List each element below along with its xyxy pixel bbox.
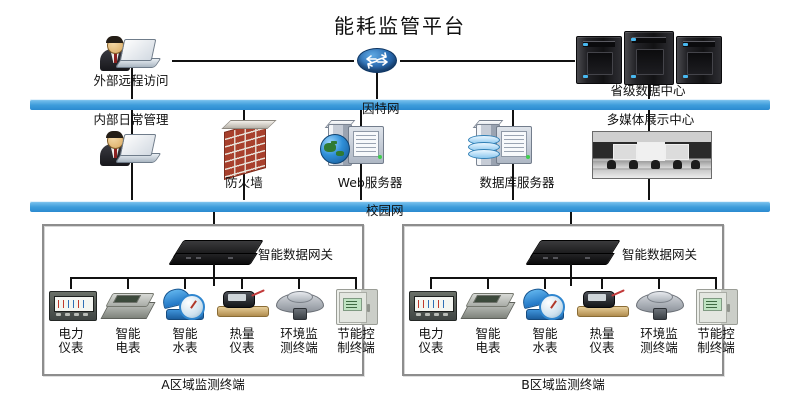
router-icon (357, 48, 397, 73)
wire-a-dev-2 (127, 277, 129, 289)
device-label-line1: 智能 (475, 326, 501, 341)
device-label-line2: 制终端 (697, 340, 735, 355)
heat-meter-icon (217, 289, 269, 319)
device-label-b-5: 环境监 测终端 (629, 327, 689, 355)
wire-gateway-a-down (213, 264, 215, 286)
wire-a-dev-4 (241, 277, 243, 289)
database-server-icon (468, 120, 536, 168)
smart-electric-meter-icon (100, 293, 156, 319)
gateway-device-a-icon (168, 240, 264, 266)
control-cabinet-icon (336, 289, 378, 325)
environment-sensor-icon (276, 291, 324, 320)
smart-electric-meter-icon (460, 293, 516, 319)
wire-router-to-datacenter (400, 60, 575, 62)
wire-b-dev-6 (715, 277, 717, 289)
device-label-line1: 电力 (418, 326, 444, 341)
device-label-line1: 环境监 (280, 326, 318, 341)
wire-remote-drop (131, 62, 133, 100)
wire-b-dev-2 (487, 277, 489, 289)
gateway-label-a: 智能数据网关 (258, 247, 334, 262)
network-bar-campus (30, 201, 770, 212)
device-label-a-5: 环境监 测终端 (269, 327, 329, 355)
panel-caption-a: A区域监测终端 (161, 377, 245, 392)
control-cabinet-icon (696, 289, 738, 325)
db-server-label: 数据库服务器 (479, 175, 555, 190)
panel-caption-b: B区域监测终端 (521, 377, 605, 392)
device-label-line2: 电表 (115, 340, 141, 355)
device-label-line2: 仪表 (229, 340, 255, 355)
device-label-b-4: 热量 仪表 (576, 327, 628, 355)
multimedia-label: 多媒体展示中心 (606, 112, 695, 127)
wire-a-dev-1 (70, 277, 72, 289)
device-label-line2: 测终端 (640, 340, 678, 355)
firewall-label: 防火墙 (225, 175, 263, 190)
power-meter-icon (49, 291, 97, 321)
device-label-line1: 节能控 (337, 326, 375, 341)
device-label-line1: 智能 (172, 326, 198, 341)
bus-b (430, 277, 716, 279)
device-label-line1: 热量 (589, 326, 615, 341)
data-center-label: 省级数据中心 (610, 83, 686, 98)
network-bar-internet (30, 99, 770, 110)
smart-water-meter-icon (520, 285, 568, 320)
wire-b-dev-4 (601, 277, 603, 289)
device-label-line1: 热量 (229, 326, 255, 341)
wire-a-dev-3 (184, 277, 186, 289)
wire-router-to-internet (376, 70, 378, 100)
wire-b-dev-5 (658, 277, 660, 289)
device-label-line2: 仪表 (58, 340, 84, 355)
device-label-a-1: 电力 仪表 (45, 327, 97, 355)
remote-access-label: 外部远程访问 (93, 73, 169, 88)
device-label-line2: 水表 (532, 340, 558, 355)
wire-remote-to-router (172, 60, 354, 62)
device-label-a-3: 智能 水表 (159, 327, 211, 355)
device-label-b-6: 节能控 制终端 (686, 327, 746, 355)
device-label-a-6: 节能控 制终端 (326, 327, 386, 355)
device-label-a-2: 智能 电表 (102, 327, 154, 355)
device-label-line1: 节能控 (697, 326, 735, 341)
user-laptop-icon (100, 36, 162, 72)
internal-mgmt-label: 内部日常管理 (93, 112, 169, 127)
device-label-a-4: 热量 仪表 (216, 327, 268, 355)
device-label-line1: 环境监 (640, 326, 678, 341)
device-label-line1: 智能 (115, 326, 141, 341)
device-label-b-1: 电力 仪表 (405, 327, 457, 355)
smart-water-meter-icon (160, 285, 208, 320)
device-label-b-3: 智能 水表 (519, 327, 571, 355)
page-title: 能耗监管平台 (334, 14, 466, 38)
device-label-line2: 制终端 (337, 340, 375, 355)
device-label-line2: 仪表 (589, 340, 615, 355)
device-label-line2: 电表 (475, 340, 501, 355)
wire-gateway-b-down (570, 264, 572, 286)
user-laptop-icon (100, 131, 162, 167)
network-bar-campus-label: 校园网 (366, 203, 404, 218)
device-label-line1: 电力 (58, 326, 84, 341)
device-label-line1: 智能 (532, 326, 558, 341)
device-label-line2: 测终端 (280, 340, 318, 355)
gateway-label-b: 智能数据网关 (622, 247, 698, 262)
power-meter-icon (409, 291, 457, 321)
heat-meter-icon (577, 289, 629, 319)
network-bar-internet-label: 因特网 (362, 101, 400, 116)
wire-a-dev-5 (298, 277, 300, 289)
wire-b-dev-3 (544, 277, 546, 289)
web-server-label: Web服务器 (337, 175, 403, 190)
bus-a (70, 277, 356, 279)
control-room-photo (592, 131, 712, 179)
device-label-b-2: 智能 电表 (462, 327, 514, 355)
environment-sensor-icon (636, 291, 684, 320)
device-label-line2: 仪表 (418, 340, 444, 355)
wire-a-dev-6 (355, 277, 357, 289)
globe-server-icon (320, 120, 388, 168)
wire-b-dev-1 (430, 277, 432, 289)
device-label-line2: 水表 (172, 340, 198, 355)
gateway-device-b-icon (525, 240, 621, 266)
